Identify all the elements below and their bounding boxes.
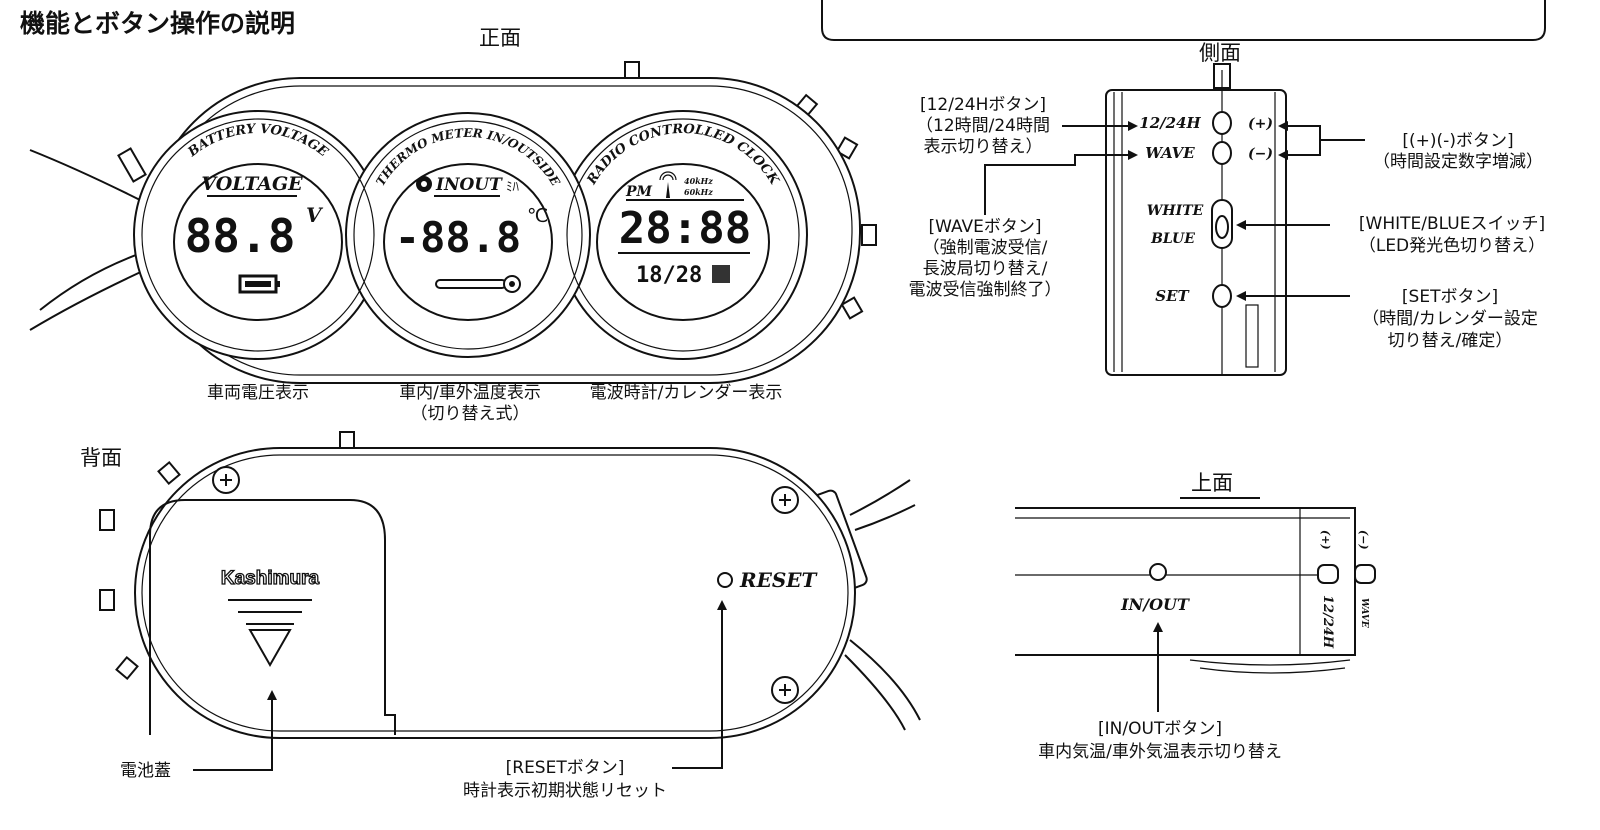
- page-title: 機能とボタン操作の説明: [20, 9, 295, 38]
- note-box: [821, 0, 1546, 41]
- callout-1224h-line2: 表示切り替え）: [924, 137, 1043, 157]
- screw-icon: [771, 486, 799, 514]
- callout-1224h-title: [12/24Hボタン]: [920, 95, 1046, 115]
- screw-icon: [771, 676, 799, 704]
- back-device: Kashimura RESET: [99, 431, 921, 739]
- callout-wave-title: [WAVEボタン]: [928, 217, 1041, 237]
- callout-inout-line1: 車内気温/車外気温表示切り替え: [1038, 742, 1282, 762]
- side-wave-button[interactable]: [1212, 141, 1232, 165]
- callout-plusminus-title: [(+)(-)ボタン]: [1402, 131, 1513, 151]
- side-view-heading: 側面: [1199, 41, 1241, 65]
- callout-battery-cover: 電池蓋: [120, 761, 171, 781]
- thermometer-icon: [435, 275, 521, 293]
- screw-icon: [212, 466, 240, 494]
- clock-caption: 電波時計/カレンダー表示: [590, 383, 783, 403]
- top-inout-label: IN/OUT: [1120, 595, 1190, 614]
- freq-60khz: 60kHz: [684, 187, 713, 197]
- signal-grid-icon: [712, 265, 730, 283]
- back-view-heading: 背面: [80, 446, 122, 470]
- callout-reset-title: [RESETボタン]: [506, 758, 625, 778]
- voltage-label: VOLTAGE: [201, 173, 303, 195]
- side-set-label: SET: [1155, 287, 1190, 305]
- callout-set-line1: （時間/カレンダー設定: [1362, 309, 1538, 329]
- top-wave-button[interactable]: [1354, 564, 1376, 584]
- pm-indicator: PM: [625, 184, 653, 200]
- reset-button[interactable]: [717, 572, 733, 588]
- outside-icon: ﾐﾊ: [506, 180, 520, 195]
- callout-inout-title: [IN/OUTボタン]: [1098, 719, 1222, 739]
- clock-digits: 28:88: [619, 203, 751, 254]
- antenna-icon: [659, 171, 677, 198]
- top-wave-label: WAVE: [1359, 598, 1369, 628]
- top-plus-label: (+): [1319, 530, 1332, 550]
- inout-button[interactable]: [1149, 563, 1167, 581]
- slide-arrow-icon: [228, 599, 312, 668]
- callout-set-line2: 切り替え/確定）: [1388, 331, 1513, 351]
- voltage-unit: V: [306, 203, 324, 227]
- battery-cover[interactable]: [149, 499, 396, 735]
- front-view-heading: 正面: [479, 26, 521, 50]
- side-1224h-button[interactable]: [1212, 111, 1232, 135]
- callout-wave-line3: 電波受信強制終了）: [909, 280, 1062, 300]
- battery-icon: [238, 274, 280, 294]
- calendar-date: 18/28: [636, 263, 702, 288]
- temperature-caption-sub: （切り替え式）: [411, 404, 530, 424]
- top-view-heading: 上面: [1191, 471, 1233, 495]
- inout-label: INOUT: [435, 175, 503, 195]
- callout-white-blue-line1: （LED発光色切り替え）: [1359, 236, 1545, 256]
- top-callouts: [IN/OUTボタン] 車内気温/車外気温表示切り替え: [1038, 622, 1282, 762]
- side-plus-label: (+): [1248, 116, 1273, 132]
- temperature-caption: 車内/車外温度表示: [399, 383, 541, 403]
- side-callouts: [12/24Hボタン] （12時間/24時間 表示切り替え） [WAVEボタン]…: [909, 95, 1546, 351]
- side-1224h-label: 12/24H: [1139, 114, 1201, 132]
- back-callouts: 電池蓋 [RESETボタン] 時計表示初期状態リセット: [120, 600, 727, 801]
- celsius-unit: ℃: [527, 205, 548, 227]
- blue-label: BLUE: [1150, 231, 1195, 247]
- front-device: BATTERY VOLTAGE VOLTAGE 88.8 V 車両電圧表示 TH…: [29, 61, 877, 424]
- temperature-digits: -88.8: [395, 213, 521, 262]
- side-device: 12/24H (+) WAVE (−) WHITE BLUE SET: [1105, 63, 1287, 376]
- callout-wave-line2: 長波局切り替え/: [923, 259, 1048, 279]
- callout-wave-line1: （強制電波受信/: [923, 238, 1048, 258]
- callout-1224h-line1: （12時間/24時間: [916, 116, 1050, 136]
- callout-set-title: [SETボタン]: [1402, 287, 1498, 307]
- callout-reset-line1: 時計表示初期状態リセット: [463, 781, 667, 801]
- callout-white-blue-title: [WHITE/BLUEスイッチ]: [1359, 214, 1545, 234]
- callout-plusminus-line1: （時間設定数字増減）: [1373, 152, 1543, 172]
- top-1224h-button[interactable]: [1317, 564, 1339, 584]
- side-minus-label: (−): [1248, 146, 1273, 162]
- side-wave-label: WAVE: [1145, 144, 1195, 162]
- freq-40khz: 40kHz: [684, 176, 713, 186]
- top-device: IN/OUT (+) (−) 12/24H WAVE: [1015, 507, 1376, 674]
- steering-wheel-icon: [416, 176, 432, 192]
- top-1224h-label: 12/24H: [1320, 595, 1335, 649]
- voltage-caption: 車両電圧表示: [207, 383, 309, 403]
- reset-label: RESET: [739, 568, 819, 592]
- voltage-digits: 88.8: [185, 209, 296, 263]
- white-label: WHITE: [1147, 203, 1204, 219]
- side-set-button[interactable]: [1212, 284, 1232, 308]
- brand-logo: Kashimura: [221, 568, 320, 589]
- top-minus-label: (−): [1357, 530, 1370, 550]
- white-blue-switch[interactable]: [1211, 199, 1233, 249]
